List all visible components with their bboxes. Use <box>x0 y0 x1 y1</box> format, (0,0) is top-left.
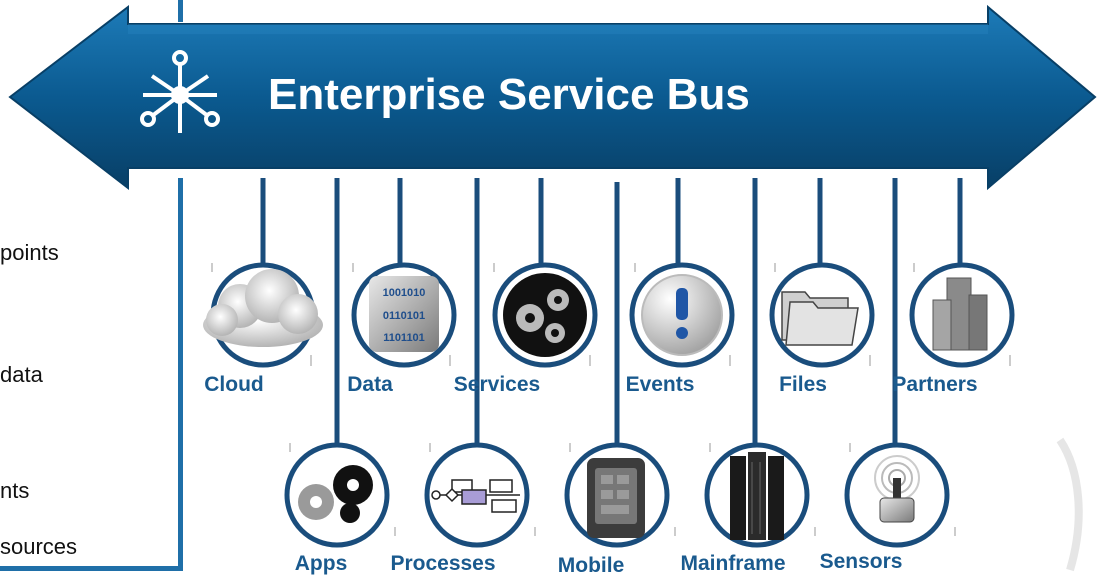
divider-bar <box>178 178 183 570</box>
mobile-device-icon <box>587 458 645 538</box>
mainframe-node <box>704 442 810 548</box>
binary-line: 0110101 <box>382 310 426 322</box>
node-label-apps: Apps <box>294 552 348 575</box>
apps-node <box>284 442 390 548</box>
partners-node <box>909 262 1015 368</box>
connector-lines <box>260 178 963 455</box>
cloud-node <box>203 262 323 368</box>
node-label-events: Events <box>625 373 695 396</box>
node-label-data: Data <box>347 373 393 396</box>
bullet-text: nts <box>0 478 30 503</box>
bullet-text: sources <box>0 534 78 559</box>
node-label-sensors: Sensors <box>819 550 903 573</box>
watermark-curve <box>1056 437 1083 572</box>
node-label-files: Files <box>779 373 827 396</box>
gears-icon <box>516 289 569 343</box>
data-node <box>351 262 457 368</box>
exclamation-icon <box>676 288 688 339</box>
bullet-text: data <box>0 362 43 387</box>
node-label-processes: Processes <box>390 552 496 575</box>
buildings-icon <box>932 277 988 351</box>
bus-title: Enterprise Service Bus <box>268 70 750 119</box>
node-label-partners: Partners <box>892 373 978 396</box>
files-node <box>769 262 875 368</box>
node-label-mainframe: Mainframe <box>680 552 786 575</box>
divider-bar-top <box>178 0 183 22</box>
process-flow-icon <box>431 479 520 513</box>
binary-line: 1101101 <box>383 332 425 344</box>
mobile-node <box>564 442 670 548</box>
sensors-node <box>844 442 950 548</box>
bus-arrow <box>8 4 1097 191</box>
processes-node <box>424 442 530 548</box>
tick-marks <box>211 263 1011 536</box>
node-label-cloud: Cloud <box>204 373 264 396</box>
binary-line: 1001010 <box>382 287 426 299</box>
node-label-services: Services <box>453 373 541 396</box>
app-gears-icon <box>298 465 373 523</box>
services-node <box>492 262 598 368</box>
bullet-text: points <box>0 240 59 265</box>
cloud-icon <box>203 269 323 347</box>
node-label-mobile: Mobile <box>557 554 625 577</box>
binary-data-icon <box>369 276 439 352</box>
events-node <box>629 262 735 368</box>
divider-bar-bottom <box>0 566 183 571</box>
folder-icon <box>781 291 859 346</box>
sensor-icon <box>874 455 920 523</box>
server-rack-icon <box>730 452 784 540</box>
